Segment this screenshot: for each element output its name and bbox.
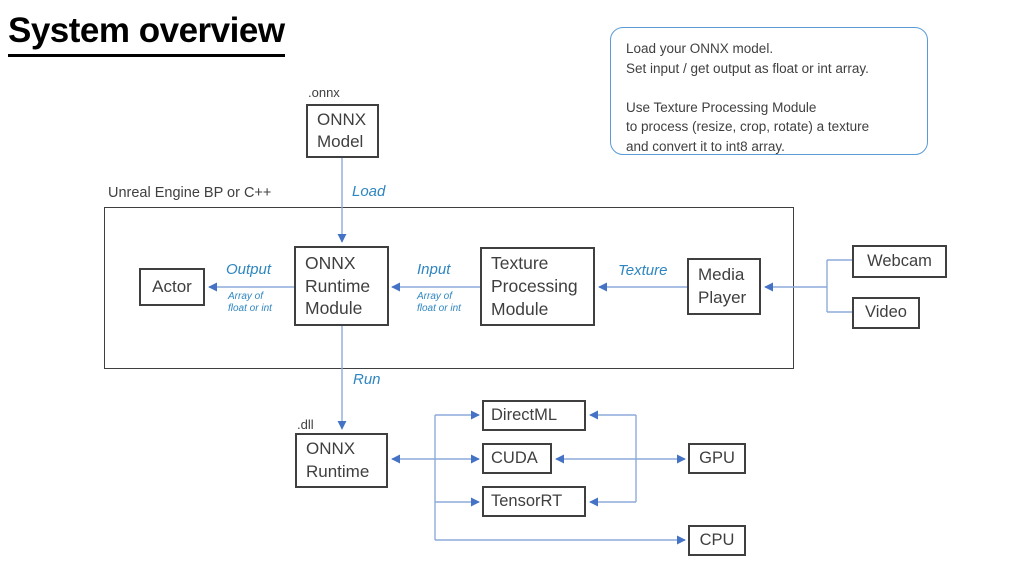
onnx-model-box: ONNX Model	[306, 104, 379, 158]
webcam-label: Webcam	[867, 251, 932, 270]
onnx-model-label: ONNX	[317, 109, 367, 129]
dll-file-label: .dll	[297, 417, 314, 432]
note-line: Load your ONNX model.	[626, 41, 774, 56]
texture-processing-module-box: Texture Processing Module	[480, 247, 595, 326]
onnx-model-label: Model	[317, 132, 364, 151]
note-line: and convert it to int8 array.	[626, 138, 785, 154]
run-label: Run	[353, 371, 381, 388]
input-label: Input	[417, 261, 451, 278]
cuda-label: CUDA	[491, 448, 538, 467]
webcam-box: Webcam	[852, 245, 947, 278]
video-label: Video	[865, 303, 907, 322]
actor-label: Actor	[152, 276, 192, 296]
actor-box: Actor	[139, 268, 205, 306]
output-label: Output	[226, 261, 272, 278]
cuda-box: CUDA	[482, 443, 552, 474]
unreal-engine-container	[104, 207, 794, 369]
directml-box: DirectML	[482, 400, 586, 431]
gpu-label: GPU	[699, 448, 735, 467]
note-line: Set input / get output as float or int a…	[626, 60, 869, 76]
note-line: to process (resize, crop, rotate) a text…	[626, 119, 870, 134]
onnx-runtime-module-box: ONNX Runtime Module	[294, 246, 389, 326]
note-line: Use Texture Processing Module	[626, 99, 817, 115]
note-box: Load your ONNX model. Set input / get ou…	[610, 27, 928, 155]
video-box: Video	[852, 297, 920, 329]
onnx-file-label: .onnx	[308, 85, 340, 100]
output-array-note: Array of float or int	[228, 291, 272, 314]
input-array-note: Array of float or int	[417, 291, 461, 314]
tensorrt-box: TensorRT	[482, 486, 586, 517]
tensorrt-label: TensorRT	[491, 491, 563, 510]
onnx-runtime-box: ONNX Runtime	[295, 433, 388, 488]
load-label: Load	[352, 183, 386, 200]
media-player-box: Media Player	[687, 258, 761, 315]
page-title: System overview	[8, 11, 285, 57]
cpu-label: CPU	[699, 530, 735, 549]
cpu-box: CPU	[688, 525, 746, 556]
texture-label: Texture	[618, 262, 668, 279]
gpu-box: GPU	[688, 443, 746, 474]
directml-label: DirectML	[491, 405, 558, 424]
unreal-engine-container-label: Unreal Engine BP or C++	[108, 185, 272, 201]
